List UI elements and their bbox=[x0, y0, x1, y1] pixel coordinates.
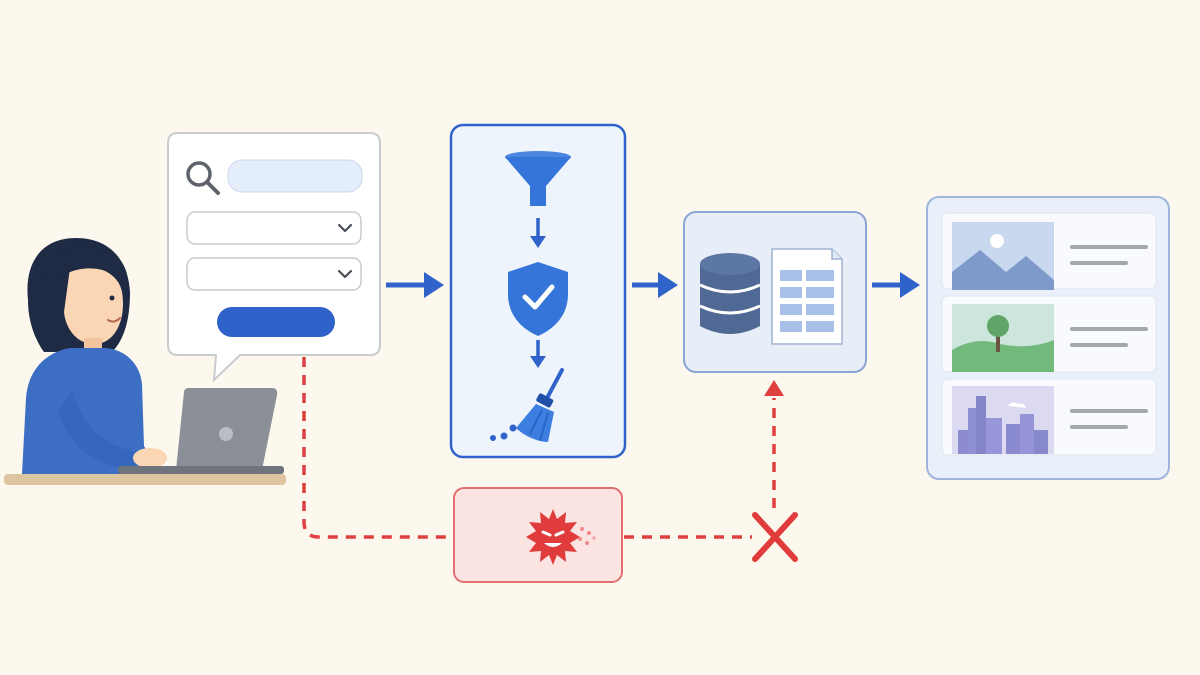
database-panel bbox=[683, 211, 867, 373]
dropdown-select-1[interactable] bbox=[186, 211, 362, 245]
user-hand bbox=[133, 448, 167, 468]
user-eye bbox=[109, 295, 115, 301]
result-text-line bbox=[1070, 343, 1128, 347]
mountain-landscape-thumbnail bbox=[952, 222, 1054, 290]
result-item-3[interactable] bbox=[941, 378, 1157, 456]
particles-icon bbox=[578, 527, 596, 545]
result-text-line bbox=[1070, 327, 1148, 331]
user-arm bbox=[58, 390, 152, 471]
result-text-line bbox=[1070, 245, 1148, 249]
chevron-down-icon bbox=[337, 223, 353, 233]
arrow-down-icon bbox=[530, 218, 546, 248]
sanitization-panel bbox=[449, 123, 627, 459]
user-illustration bbox=[4, 238, 286, 485]
x-mark-icon bbox=[752, 512, 798, 562]
arrow-form-to-sanitize bbox=[386, 272, 444, 298]
desk bbox=[4, 474, 286, 485]
red-arrowhead-icon bbox=[764, 380, 784, 396]
search-form-panel bbox=[167, 132, 381, 383]
table-sheet-icon bbox=[771, 248, 843, 345]
result-text-line bbox=[1070, 409, 1148, 413]
database-icon bbox=[699, 253, 761, 334]
arrow-sanitize-to-database bbox=[632, 272, 678, 298]
result-item-2[interactable] bbox=[941, 295, 1157, 373]
submit-button[interactable] bbox=[217, 307, 335, 337]
arrow-down-icon bbox=[530, 340, 546, 368]
result-item-1[interactable] bbox=[941, 212, 1157, 290]
user-smile bbox=[107, 317, 121, 323]
shield-check-icon bbox=[508, 262, 568, 336]
results-panel bbox=[926, 196, 1170, 480]
result-text-line bbox=[1070, 261, 1128, 265]
tree-hill-thumbnail bbox=[952, 304, 1054, 372]
chevron-down-icon bbox=[337, 269, 353, 279]
user-body bbox=[22, 348, 160, 474]
user-bangs bbox=[44, 246, 128, 296]
broom-icon bbox=[490, 368, 564, 442]
search-input[interactable] bbox=[227, 159, 363, 193]
funnel-icon bbox=[505, 151, 571, 206]
virus-icon bbox=[526, 509, 580, 565]
malicious-input-panel bbox=[453, 487, 623, 583]
dropdown-select-2[interactable] bbox=[186, 257, 362, 291]
city-skyline-thumbnail bbox=[952, 386, 1054, 454]
dashed-line-form-to-threat bbox=[302, 357, 452, 539]
result-text-line bbox=[1070, 425, 1128, 429]
malicious-path bbox=[302, 357, 784, 539]
arrow-database-to-results bbox=[872, 272, 920, 298]
search-icon bbox=[186, 161, 220, 195]
laptop bbox=[118, 388, 284, 474]
laptop-logo bbox=[219, 427, 233, 441]
user-face bbox=[64, 266, 123, 345]
